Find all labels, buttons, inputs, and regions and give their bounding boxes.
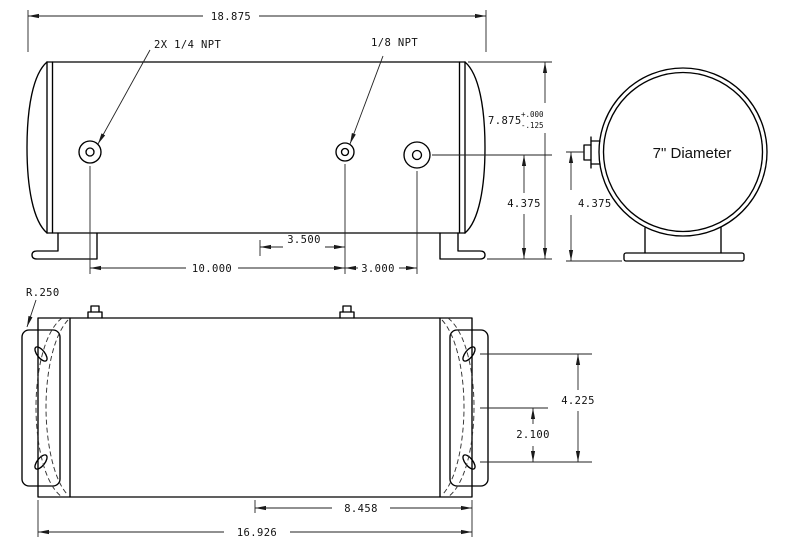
- leader-port-b: [349, 55, 384, 145]
- port-spacing-long-text: 10.000: [192, 263, 232, 275]
- slot-to-center-text: 2.100: [516, 429, 550, 441]
- tank-end-outer: [598, 67, 768, 237]
- overall-height-text: 7.875: [488, 115, 522, 127]
- port-spacing-mid-text: 3.500: [287, 234, 321, 246]
- dim-centerline-height-side: 4.375: [507, 155, 541, 259]
- dim-mount-lengths: 8.458 16.926: [37, 500, 473, 539]
- end-fitting: [583, 136, 601, 169]
- tank-outline: [26, 61, 486, 234]
- port-spacing-short-text: 3.000: [361, 263, 395, 275]
- port-c: [403, 141, 431, 169]
- centerline-height-end-text: 4.375: [578, 198, 612, 210]
- dim-centerline-height-end: 4.375: [566, 151, 622, 262]
- port-b-label: 1/8 NPT: [371, 37, 418, 49]
- tank-body-plan: [37, 317, 473, 498]
- centerline-height-side-text: 4.375: [507, 198, 541, 210]
- port-a-label: 2X 1/4 NPT: [154, 39, 221, 51]
- overall-length-text: 18.875: [211, 11, 251, 23]
- plan-view: R.250 4.225 2.100 8.458 16.926: [21, 287, 595, 539]
- mount-foot-right: [439, 232, 486, 260]
- port-b: [335, 142, 355, 162]
- end-stand: [623, 226, 745, 262]
- leader-port-a: [97, 49, 151, 145]
- end-view: 7" Diameter 4.375: [566, 67, 768, 262]
- overall-mount-length-text: 16.926: [237, 527, 277, 539]
- bracket-slots: [34, 346, 476, 470]
- hidden-end-lines: [35, 317, 475, 498]
- port-a: [78, 140, 102, 164]
- diameter-label: 7" Diameter: [653, 145, 732, 162]
- dim-overall-height: 7.875 +.000 -.125: [432, 61, 552, 260]
- mount-bracket-left: [21, 329, 61, 487]
- plan-port-bosses: [87, 305, 355, 319]
- height-tol-minus-text: -.125: [521, 121, 544, 130]
- dim-port-spacing: 3.500 10.000 3.000: [89, 164, 418, 275]
- corner-radius-text: R.250: [26, 287, 60, 299]
- tank-end-inner: [602, 71, 764, 233]
- dim-overall-length: 18.875: [27, 10, 487, 52]
- dim-slot-rows: 4.225 2.100: [480, 353, 595, 463]
- side-view: 2X 1/4 NPT 1/8 NPT 18.875 7.875 +.000 -.…: [26, 10, 552, 275]
- corner-radius-callout: R.250: [26, 287, 60, 328]
- height-tol-plus-text: +.000: [521, 110, 544, 119]
- mount-foot-left: [31, 232, 98, 260]
- slot-row-spacing-text: 4.225: [561, 395, 595, 407]
- mount-hole-span-text: 8.458: [344, 503, 378, 515]
